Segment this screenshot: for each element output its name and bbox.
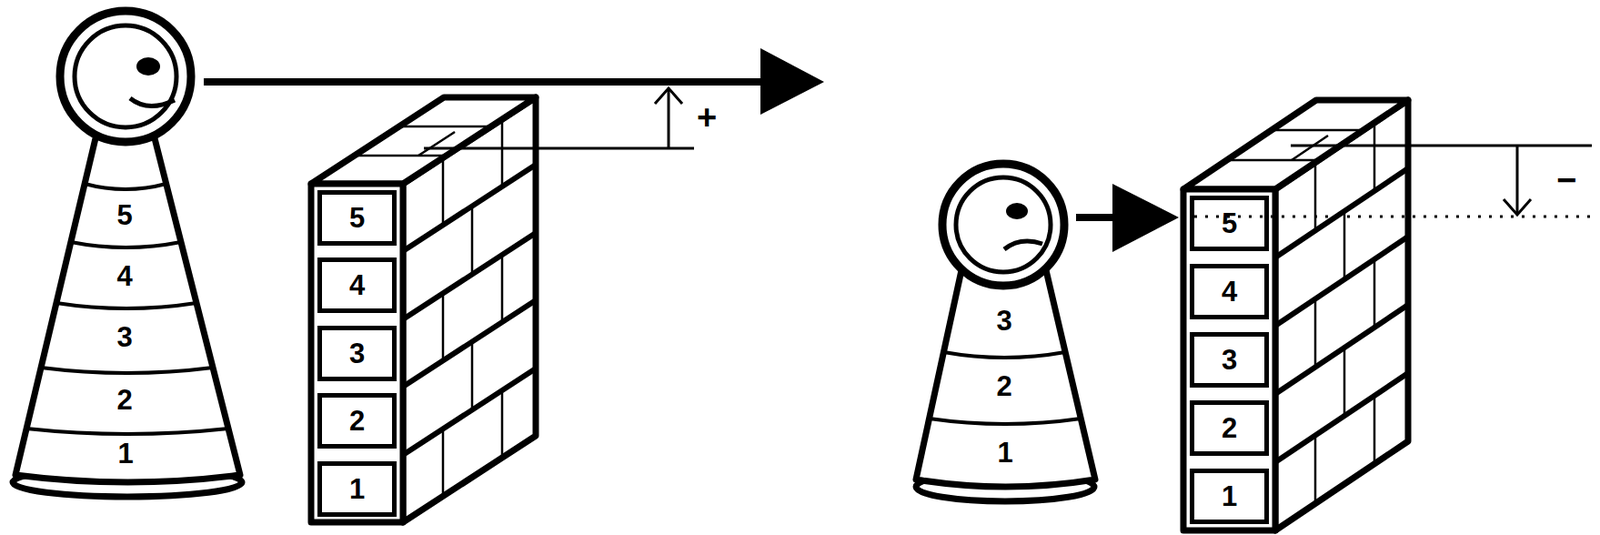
- eye: [136, 57, 161, 76]
- wall-front: [1183, 189, 1276, 531]
- mouth: [1004, 241, 1043, 250]
- brick-joint: [1314, 299, 1318, 368]
- wall-brick: 2: [1189, 400, 1269, 456]
- band-number: 1: [996, 438, 1013, 467]
- figure-torso: [15, 138, 241, 483]
- brick-joint: [442, 428, 445, 497]
- brick-number: 3: [1221, 345, 1238, 374]
- brick-number: 5: [1221, 209, 1238, 238]
- brick-joint: [1373, 259, 1377, 328]
- wall-brick: 5: [317, 190, 397, 246]
- wall-brick: 3: [1189, 332, 1269, 388]
- sign-label: +: [696, 100, 717, 135]
- band-line: [929, 418, 1082, 424]
- brick-joint: [1291, 135, 1329, 161]
- brick-course: [1275, 304, 1409, 394]
- face-outline: [955, 177, 1051, 272]
- offset-arrow-head: [654, 88, 683, 104]
- brick-joint: [471, 206, 474, 274]
- wall-brick: 4: [1189, 263, 1269, 320]
- wall-brick: 5: [1189, 195, 1269, 252]
- sight-line: [203, 78, 765, 86]
- head-outline: [942, 163, 1065, 286]
- figure-body: 3 2 1: [905, 268, 1106, 505]
- arrow-head: [760, 48, 825, 115]
- brick-joint: [1373, 395, 1377, 464]
- brick-course: [402, 164, 536, 252]
- left-wall: [311, 97, 536, 523]
- reference-line: [1290, 144, 1592, 148]
- brick-number: 2: [349, 406, 365, 435]
- head-outline: [60, 10, 192, 142]
- band-number: 3: [116, 322, 132, 352]
- figure-torso: [915, 270, 1096, 487]
- brick-joint: [442, 292, 445, 362]
- sign-label: −: [1556, 162, 1577, 198]
- brick-course: [402, 232, 536, 320]
- figure-body: 5 4 3 2 1: [4, 136, 251, 501]
- brick-course: [1275, 372, 1409, 463]
- band-line: [40, 367, 213, 373]
- brick-number: 5: [349, 203, 365, 232]
- arrow-head: [1112, 183, 1179, 252]
- wall-brick: 1: [1189, 468, 1269, 524]
- band-line: [943, 352, 1066, 358]
- brick-course: [1275, 236, 1409, 326]
- right-wall: [1183, 100, 1409, 531]
- brick-joint: [1227, 159, 1319, 162]
- brick-joint: [1343, 211, 1347, 280]
- band-number: 5: [116, 201, 132, 230]
- band-line: [26, 428, 229, 434]
- brick-joint: [1343, 347, 1347, 416]
- band-line: [56, 302, 197, 309]
- brick-number: 1: [1221, 482, 1238, 511]
- band-number: 2: [116, 385, 132, 414]
- band-number: 1: [117, 439, 133, 468]
- brick-number: 1: [349, 474, 365, 504]
- left-head: [60, 10, 192, 142]
- face-outline: [74, 25, 177, 128]
- offset-arrow: [667, 88, 671, 149]
- brick-joint: [442, 157, 445, 226]
- brick-number: 4: [349, 271, 365, 300]
- brick-course: [402, 368, 536, 455]
- brick-joint: [501, 390, 504, 458]
- eye: [1006, 202, 1028, 220]
- brick-course: [1275, 168, 1409, 258]
- brick-joint: [501, 119, 504, 187]
- band-line: [84, 183, 167, 190]
- sight-line: [1076, 213, 1117, 222]
- right-head: [942, 163, 1065, 286]
- wall-brick: 4: [317, 257, 397, 313]
- brick-joint: [1270, 129, 1363, 132]
- band-number: 3: [996, 306, 1012, 335]
- brick-number: 4: [1221, 277, 1238, 306]
- brick-joint: [1314, 435, 1318, 504]
- offset-arrow: [1516, 145, 1520, 215]
- wall-brick: 3: [317, 325, 397, 382]
- brick-joint: [354, 154, 447, 158]
- offset-arrow-head: [1503, 199, 1531, 215]
- band-number: 4: [116, 261, 132, 291]
- brick-joint: [1373, 122, 1377, 192]
- wall-brick: 1: [317, 461, 397, 517]
- brick-joint: [471, 342, 474, 410]
- reference-line: [423, 147, 695, 151]
- mouth: [130, 98, 175, 107]
- brick-joint: [1314, 162, 1318, 232]
- wall-front: [311, 183, 403, 523]
- brick-joint: [418, 131, 455, 156]
- brick-joint: [501, 254, 504, 323]
- brick-number: 2: [1221, 413, 1238, 443]
- wall-brick: 2: [317, 392, 397, 449]
- band-line: [70, 241, 182, 248]
- brick-number: 3: [349, 339, 365, 368]
- band-number: 2: [996, 372, 1012, 401]
- brick-joint: [398, 125, 491, 129]
- brick-course: [402, 300, 536, 387]
